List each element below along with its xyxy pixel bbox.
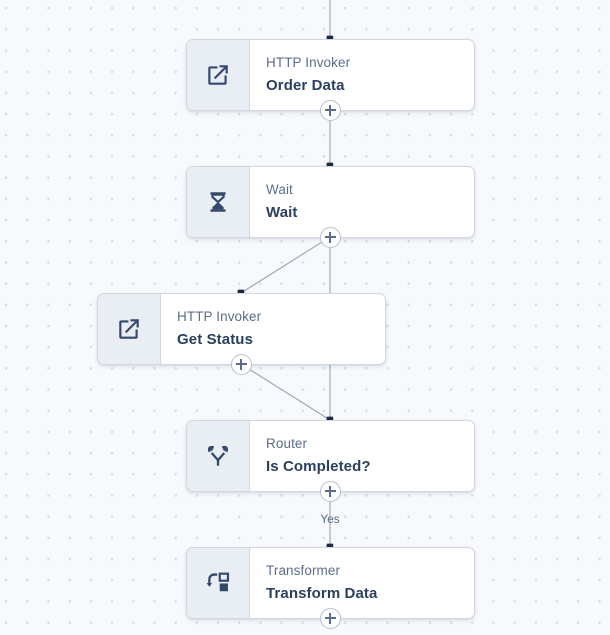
transformer-icon: [187, 548, 250, 618]
router-fork-icon: [187, 421, 250, 491]
node-subtitle: Transformer: [266, 562, 341, 578]
hourglass-icon: [187, 167, 250, 237]
node-transform-data[interactable]: Transformer Transform Data: [186, 547, 475, 619]
external-link-icon: [187, 40, 250, 110]
node-text-block: HTTP Invoker Get Status: [161, 294, 385, 364]
node-text-block: Wait Wait: [250, 167, 474, 237]
node-text-block: Router Is Completed?: [250, 421, 474, 491]
node-get-status[interactable]: HTTP Invoker Get Status: [97, 293, 386, 365]
node-is-completed[interactable]: Router Is Completed?: [186, 420, 475, 492]
node-subtitle: HTTP Invoker: [177, 308, 262, 324]
add-node-button-after-wait[interactable]: [319, 226, 341, 248]
node-text-block: Transformer Transform Data: [250, 548, 474, 618]
edge-wait-to-get-status: [240, 236, 331, 294]
node-title: Get Status: [177, 331, 254, 349]
add-node-button-after-transform-data[interactable]: [319, 607, 341, 629]
node-subtitle: Router: [266, 435, 308, 451]
node-text-block: HTTP Invoker Order Data: [250, 40, 474, 110]
add-node-button-after-is-completed[interactable]: [319, 480, 341, 502]
add-node-button-after-get-status[interactable]: [230, 353, 252, 375]
edge-get-status-to-router: [240, 363, 331, 421]
node-subtitle: Wait: [266, 181, 293, 197]
external-link-icon: [98, 294, 161, 364]
node-title: Is Completed?: [266, 458, 371, 476]
node-subtitle: HTTP Invoker: [266, 54, 351, 70]
add-node-button-after-order-data[interactable]: [319, 99, 341, 121]
node-title: Transform Data: [266, 585, 378, 603]
node-wait[interactable]: Wait Wait: [186, 166, 475, 238]
node-order-data[interactable]: HTTP Invoker Order Data: [186, 39, 475, 111]
edge-label-yes: Yes: [320, 512, 340, 526]
node-title: Wait: [266, 204, 298, 222]
node-title: Order Data: [266, 77, 345, 95]
